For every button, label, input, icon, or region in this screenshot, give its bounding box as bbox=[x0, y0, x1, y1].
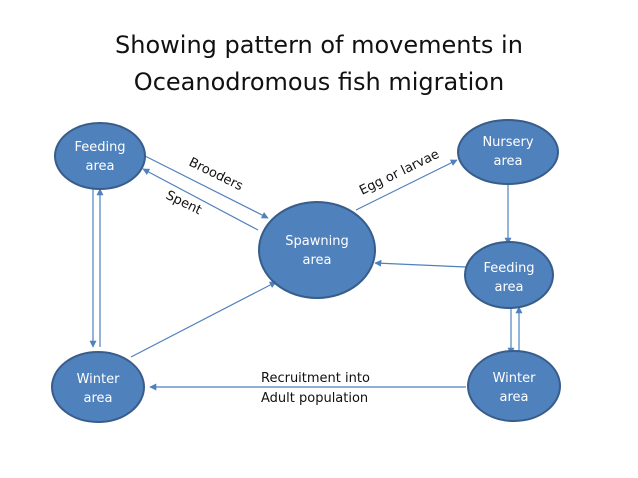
node-spawning-area: Spawning area bbox=[258, 201, 376, 299]
edge-label-spent: Spent bbox=[163, 188, 204, 218]
arrow-feeding-to-spawning bbox=[374, 259, 467, 268]
node-feeding-area-right: Feeding area bbox=[464, 241, 554, 309]
edge-label-egg-or-larvae: Egg or larvae bbox=[357, 147, 442, 199]
node-label-line-1: Nursery bbox=[482, 135, 533, 150]
node-nursery-area: Nursery area bbox=[457, 119, 559, 185]
diagram-title: Showing pattern of movements in Oceanodr… bbox=[0, 27, 638, 101]
arrow-spent bbox=[142, 168, 259, 231]
node-label-line-2: area bbox=[500, 390, 529, 405]
title-line-1: Showing pattern of movements in bbox=[115, 31, 523, 59]
arrow-winter-left-to-spawning bbox=[130, 281, 277, 358]
node-winter-area-left: Winter area bbox=[51, 351, 145, 423]
node-label-line-1: Winter bbox=[493, 371, 537, 386]
arrow-brooders bbox=[144, 155, 269, 219]
node-feeding-area-left: Feeding area bbox=[54, 122, 146, 190]
node-winter-area-right: Winter area bbox=[467, 350, 561, 422]
title-line-2: Oceanodromous fish migration bbox=[133, 68, 505, 96]
arrow-egg-or-larvae bbox=[355, 159, 458, 211]
edge-label-recruitment-line-2: Adult population bbox=[261, 391, 368, 406]
edge-label-recruitment-line-1: Recruitment into bbox=[261, 371, 370, 386]
node-label-line-1: Feeding bbox=[74, 140, 125, 155]
node-label-line-1: Winter bbox=[77, 372, 121, 387]
edge-label-brooders: Brooders bbox=[186, 155, 245, 194]
node-label-line-2: area bbox=[494, 154, 523, 169]
node-label-line-2: area bbox=[84, 391, 113, 406]
node-label-line-2: area bbox=[86, 159, 115, 174]
node-label-line-1: Spawning bbox=[285, 234, 348, 249]
node-label-line-2: area bbox=[495, 280, 524, 295]
node-label-line-2: area bbox=[303, 253, 332, 268]
node-label-line-1: Feeding bbox=[483, 261, 534, 276]
